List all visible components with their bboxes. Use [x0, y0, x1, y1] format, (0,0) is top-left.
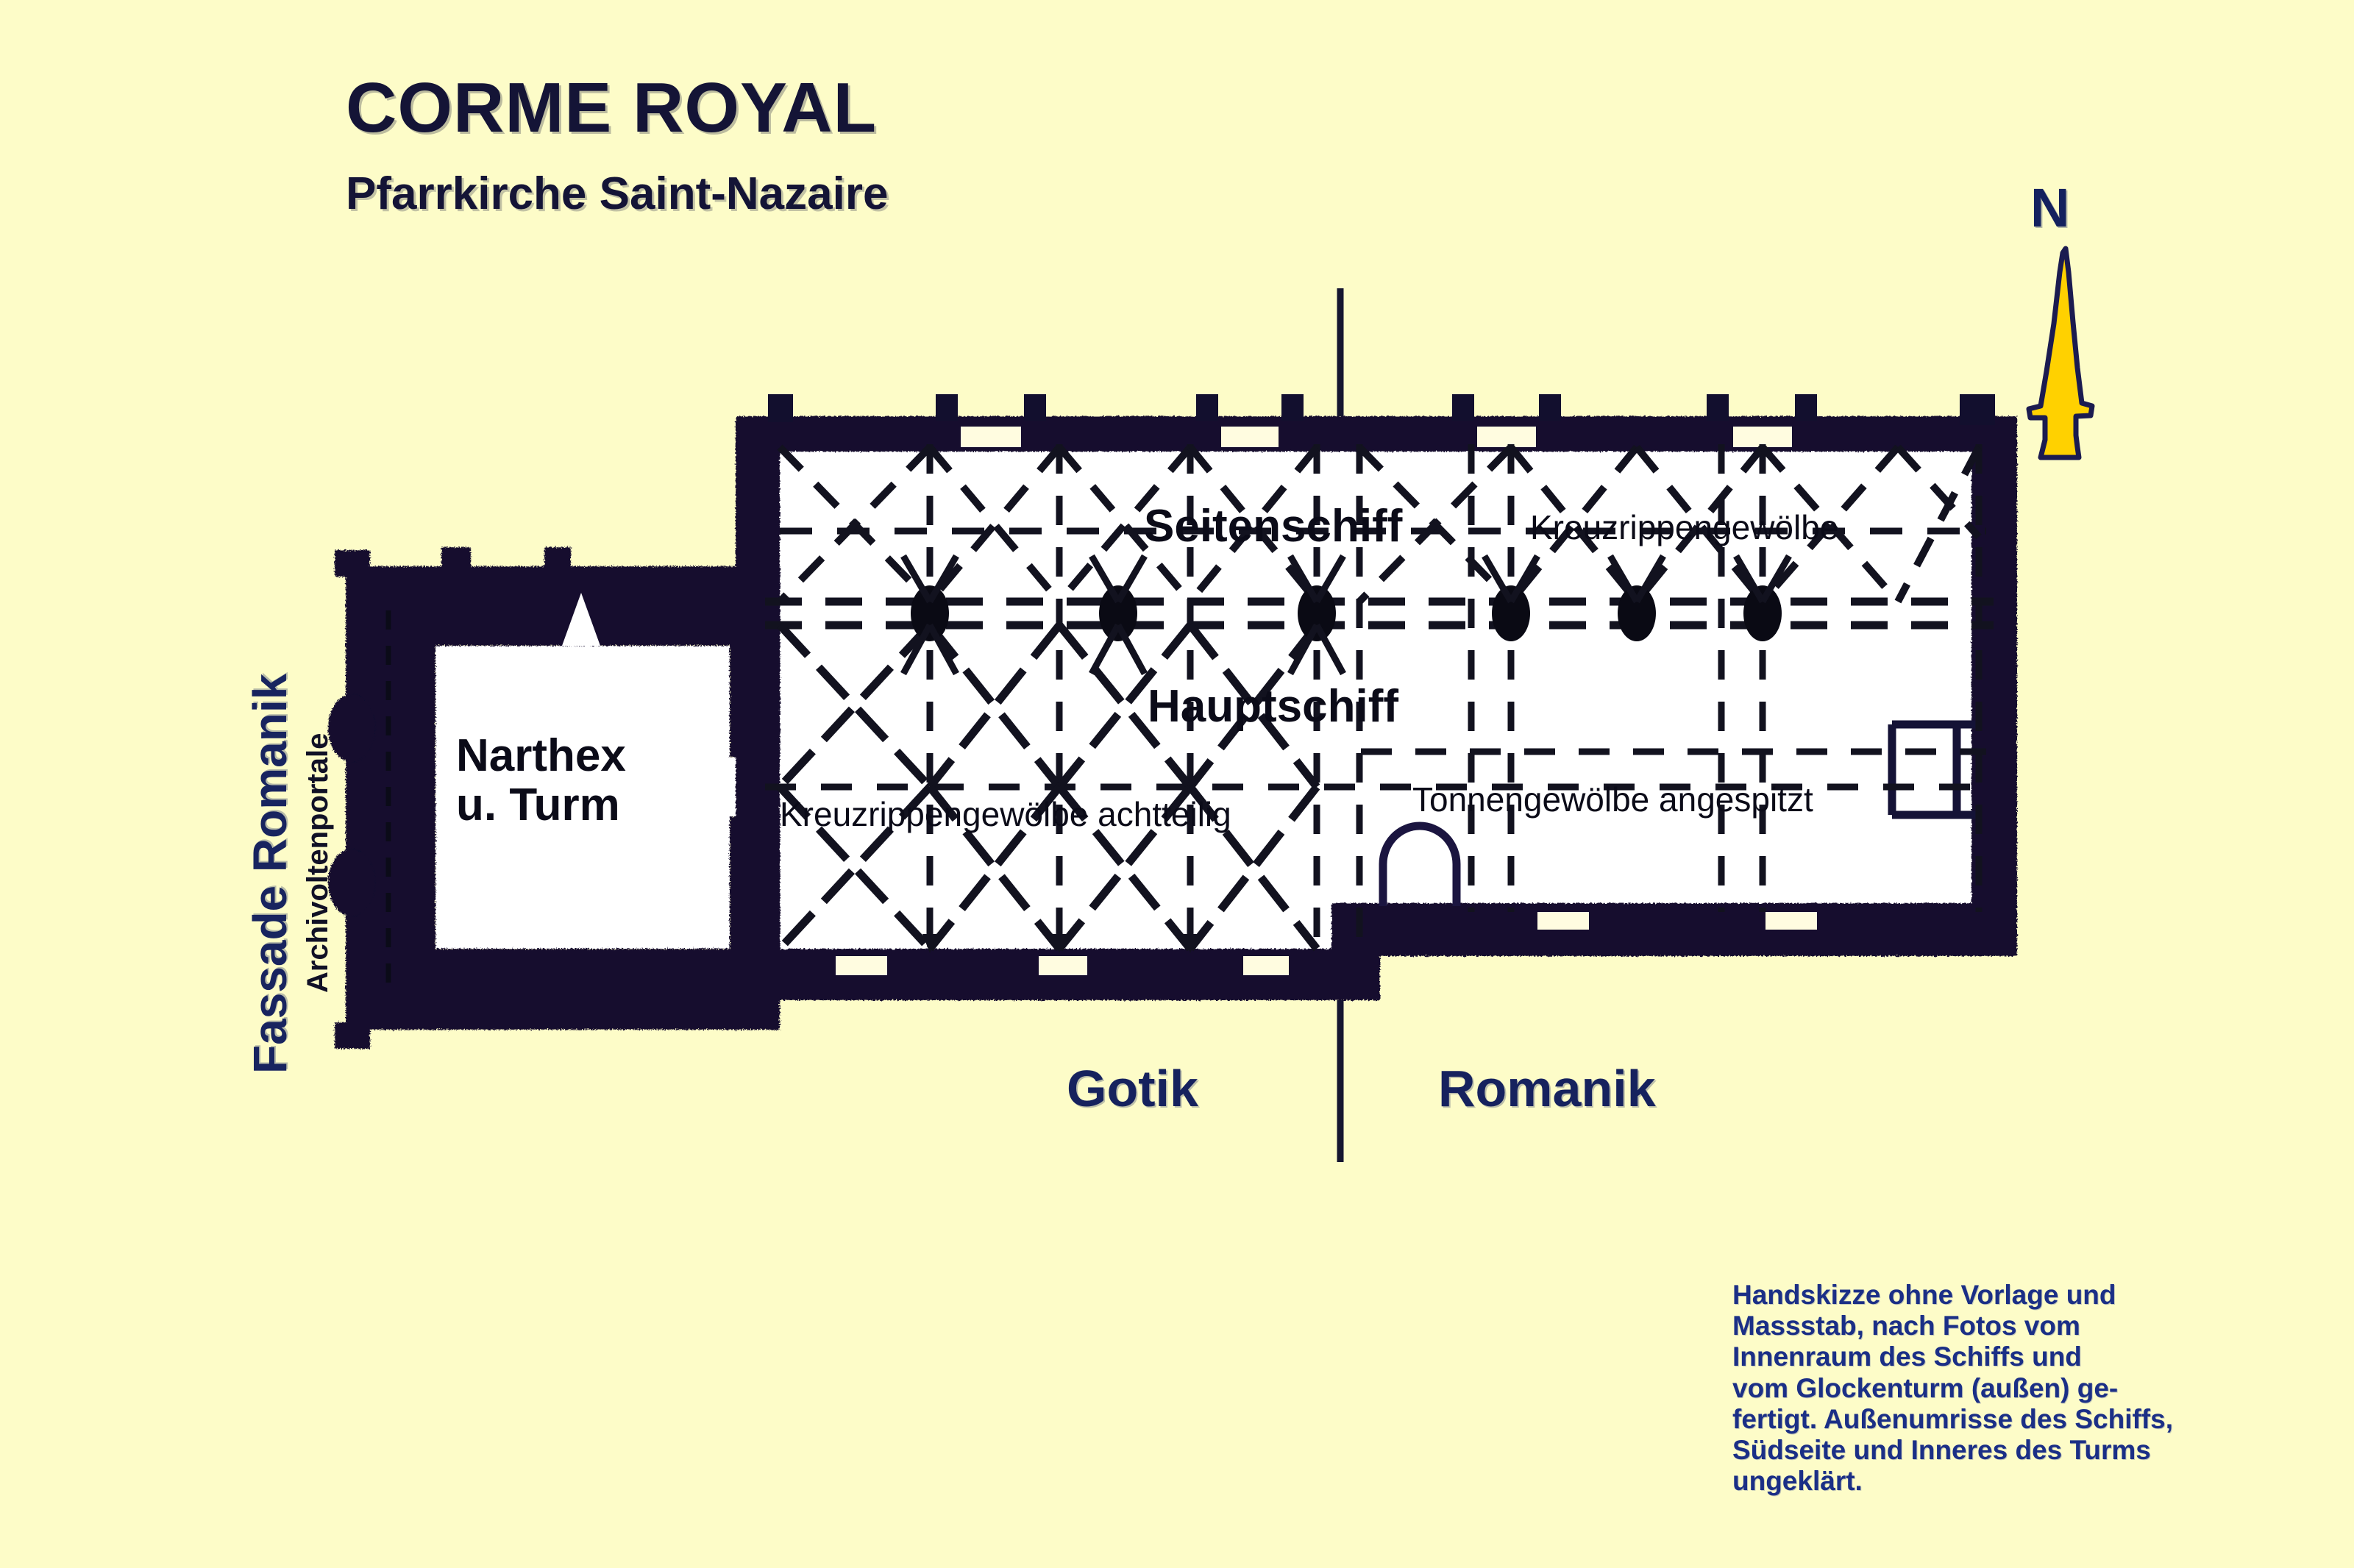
sketch-note: Handskizze ohne Vorlage und Massstab, na…	[1732, 1280, 2218, 1497]
page-subtitle: Pfarrkirche Saint-Nazaire	[346, 168, 889, 219]
narthex-label-line2: u. Turm	[456, 779, 620, 830]
epoch-gothic-label: Gotik	[1067, 1060, 1198, 1117]
nave-walls	[736, 416, 2017, 1000]
nave-label: Hauptschiff	[1148, 681, 1398, 732]
barrel-vault-label: Tonnengewölbe angespitzt	[1412, 780, 1813, 819]
south-portal-arch-icon	[1379, 822, 1461, 906]
vault-rib-lines	[765, 444, 1994, 953]
sketch-note-line: Südseite und Inneres des Turms	[1732, 1434, 2151, 1465]
north-label: N	[2030, 177, 2070, 238]
tower-north-opening	[562, 593, 600, 646]
sketch-note-line: Handskizze ohne Vorlage und	[1732, 1280, 2116, 1310]
rib-vault-eightpart-label: Kreuzrippengewölbe achtteilig	[780, 795, 1231, 833]
north-wall-windows	[961, 427, 1792, 447]
sketch-note-line: ungeklärt.	[1732, 1466, 1863, 1497]
rib-vault-label: Kreuzrippengewölbe	[1530, 508, 1839, 546]
narthex-tower-label: Narthex u. Turm	[456, 730, 626, 830]
side-aisle-label: Seitenschiff	[1144, 501, 1403, 552]
arcade-pillars	[911, 585, 1782, 641]
pillar-rib-spokes	[900, 554, 1792, 676]
narthex-tower-walls	[328, 547, 780, 1049]
page-title: CORME ROYAL	[346, 68, 878, 147]
narthex-label-line1: Narthex	[456, 730, 626, 781]
sketch-note-line: vom Glockenturm (außen) ge-	[1732, 1372, 2119, 1403]
sketch-note-line: fertigt. Außenumrisse des Schiffs,	[1732, 1403, 2173, 1434]
east-niche-detail	[1888, 720, 1979, 819]
sketch-note-line: Massstab, nach Fotos vom	[1732, 1311, 2080, 1341]
north-wall-buttresses	[768, 394, 1995, 425]
south-wall-windows	[836, 912, 1817, 975]
north-arrow-icon	[2008, 243, 2126, 467]
epoch-romanesque-label: Romanik	[1438, 1060, 1656, 1117]
sketch-note-line: Innenraum des Schiffs und	[1732, 1341, 2082, 1372]
